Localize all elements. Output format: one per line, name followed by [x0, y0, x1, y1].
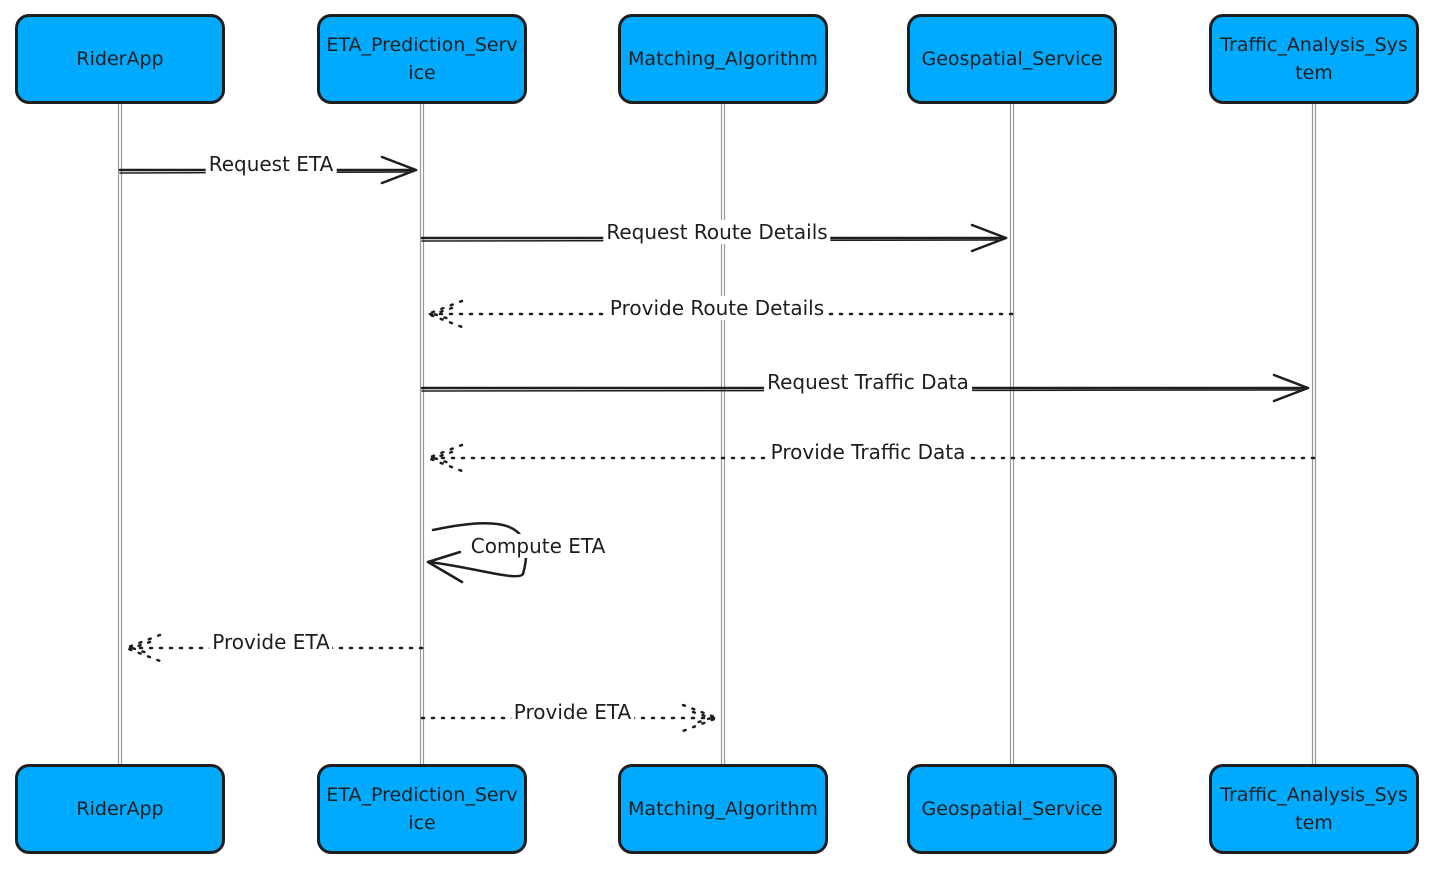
participant-eta-bottom: ETA_Prediction_Service — [317, 764, 527, 854]
arrowhead-inner — [432, 450, 454, 466]
participant-geo-bottom: Geospatial_Service — [907, 764, 1117, 854]
arrowhead — [380, 155, 418, 185]
arrowhead — [426, 299, 464, 329]
message-arrow-self — [426, 521, 528, 578]
arrowhead — [1272, 373, 1310, 403]
participant-eta-top: ETA_Prediction_Service — [317, 14, 527, 104]
arrowhead — [681, 703, 719, 733]
participant-traffic-bottom: Traffic_Analysis_System — [1209, 764, 1419, 854]
message-label-3: Request Traffic Data — [764, 370, 972, 394]
arrowhead-inner — [691, 710, 713, 726]
message-label-5: Compute ETA — [467, 534, 609, 558]
arrowhead — [970, 223, 1008, 253]
arrowhead-inner — [432, 306, 454, 322]
participant-label: Matching_Algorithm — [628, 798, 818, 820]
participant-geo-top: Geospatial_Service — [907, 14, 1117, 104]
message-label-6: Provide ETA — [209, 630, 333, 654]
participant-label: Matching_Algorithm — [628, 48, 818, 70]
message-label-2: Provide Route Details — [606, 296, 828, 320]
message-label-4: Provide Traffic Data — [767, 440, 969, 464]
participant-label: Geospatial_Service — [921, 48, 1103, 70]
arrowhead — [124, 633, 162, 663]
arrowhead — [426, 550, 464, 584]
participant-label: RiderApp — [76, 798, 164, 820]
participant-match-top: Matching_Algorithm — [618, 14, 828, 104]
participant-label: ETA_Prediction_Service — [326, 784, 518, 834]
message-label-7: Provide ETA — [510, 700, 635, 724]
participant-label: Geospatial_Service — [921, 798, 1103, 820]
arrowhead-inner — [130, 640, 152, 656]
participant-rider-bottom: RiderApp — [15, 764, 225, 854]
participant-label: Traffic_Analysis_System — [1220, 34, 1408, 84]
participant-label: Traffic_Analysis_System — [1220, 784, 1408, 834]
message-label-1: Request Route Details — [603, 220, 831, 244]
message-label-0: Request ETA — [205, 152, 337, 176]
arrowhead — [426, 443, 464, 473]
participant-rider-top: RiderApp — [15, 14, 225, 104]
participant-traffic-top: Traffic_Analysis_System — [1209, 14, 1419, 104]
participant-label: ETA_Prediction_Service — [326, 34, 518, 84]
participant-match-bottom: Matching_Algorithm — [618, 764, 828, 854]
participant-label: RiderApp — [76, 48, 164, 70]
